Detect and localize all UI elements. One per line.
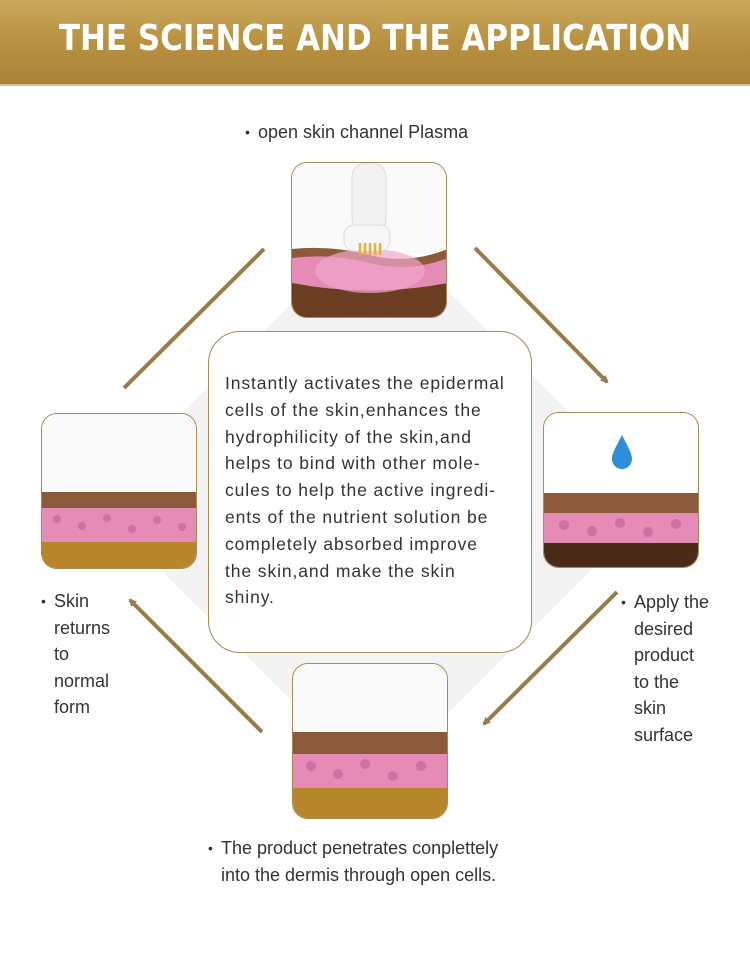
label-line: Apply the [634, 592, 710, 612]
normal-skin-cross-section-image [42, 414, 196, 568]
label-line: normal [54, 670, 110, 691]
label-line: returns [54, 617, 111, 638]
bullet: • [245, 124, 250, 140]
droplet-on-skin-image [544, 413, 698, 567]
arrow-top-right [473, 246, 609, 384]
bullet: • [621, 594, 626, 610]
description-line: the skin,and make the skin [225, 560, 456, 581]
label-line: The product penetrates conplettely [221, 838, 499, 858]
droplet-icon [612, 435, 632, 469]
step-card-penetrate [292, 663, 448, 819]
header-banner: THE SCIENCE AND THE APPLICATION [0, 0, 750, 84]
arrow-right-bottom [482, 590, 619, 726]
step-top-text: open skin channel Plasma [258, 122, 469, 142]
label-line: desired [634, 618, 694, 639]
description-text: Instantly activates the epidermal cells … [225, 370, 521, 611]
description-line: cules to help the active ingredi- [225, 480, 496, 501]
label-line: to [54, 644, 70, 664]
label-line: Skin [54, 591, 90, 611]
description-line: helps to bind with other mole- [225, 453, 481, 474]
plasma-device-on-skin-image [292, 163, 446, 317]
description-line: hydrophilicity of the skin,and [225, 426, 472, 447]
banner-divider [0, 84, 750, 86]
step-left-label: • Skin returns to normal form [41, 588, 111, 721]
description-line: shiny. [225, 587, 275, 608]
page-title: THE SCIENCE AND THE APPLICATION [58, 18, 692, 59]
step-card-plasma [291, 162, 447, 318]
label-line: skin [634, 698, 667, 718]
arrow-bottom-left [128, 598, 264, 734]
step-card-normal [41, 413, 197, 569]
label-line: to the [634, 671, 680, 692]
bullet: • [208, 840, 213, 856]
step-right-label: • Apply the desired product to the skin … [621, 589, 710, 748]
description-line: completely absorbed improve [225, 533, 478, 554]
skin-cross-section-penetration-image [293, 664, 447, 818]
step-card-apply [543, 412, 699, 568]
description-line: Instantly activates the epidermal [225, 373, 505, 393]
bullet: • [41, 593, 46, 609]
label-line: form [54, 697, 90, 717]
description-line: ents of the nutrient solution be [225, 506, 489, 527]
step-top-label: • open skin channel Plasma [245, 119, 469, 146]
label-line: product [634, 645, 695, 665]
label-line: into the dermis through open cells. [221, 864, 497, 885]
description-box: Instantly activates the epidermal cells … [208, 331, 532, 653]
arrow-left-top [122, 247, 266, 390]
description-line: cells of the skin,enhances the [225, 399, 482, 420]
step-bottom-label: • The product penetrates conplettely int… [208, 835, 499, 888]
label-line: surface [634, 724, 694, 745]
